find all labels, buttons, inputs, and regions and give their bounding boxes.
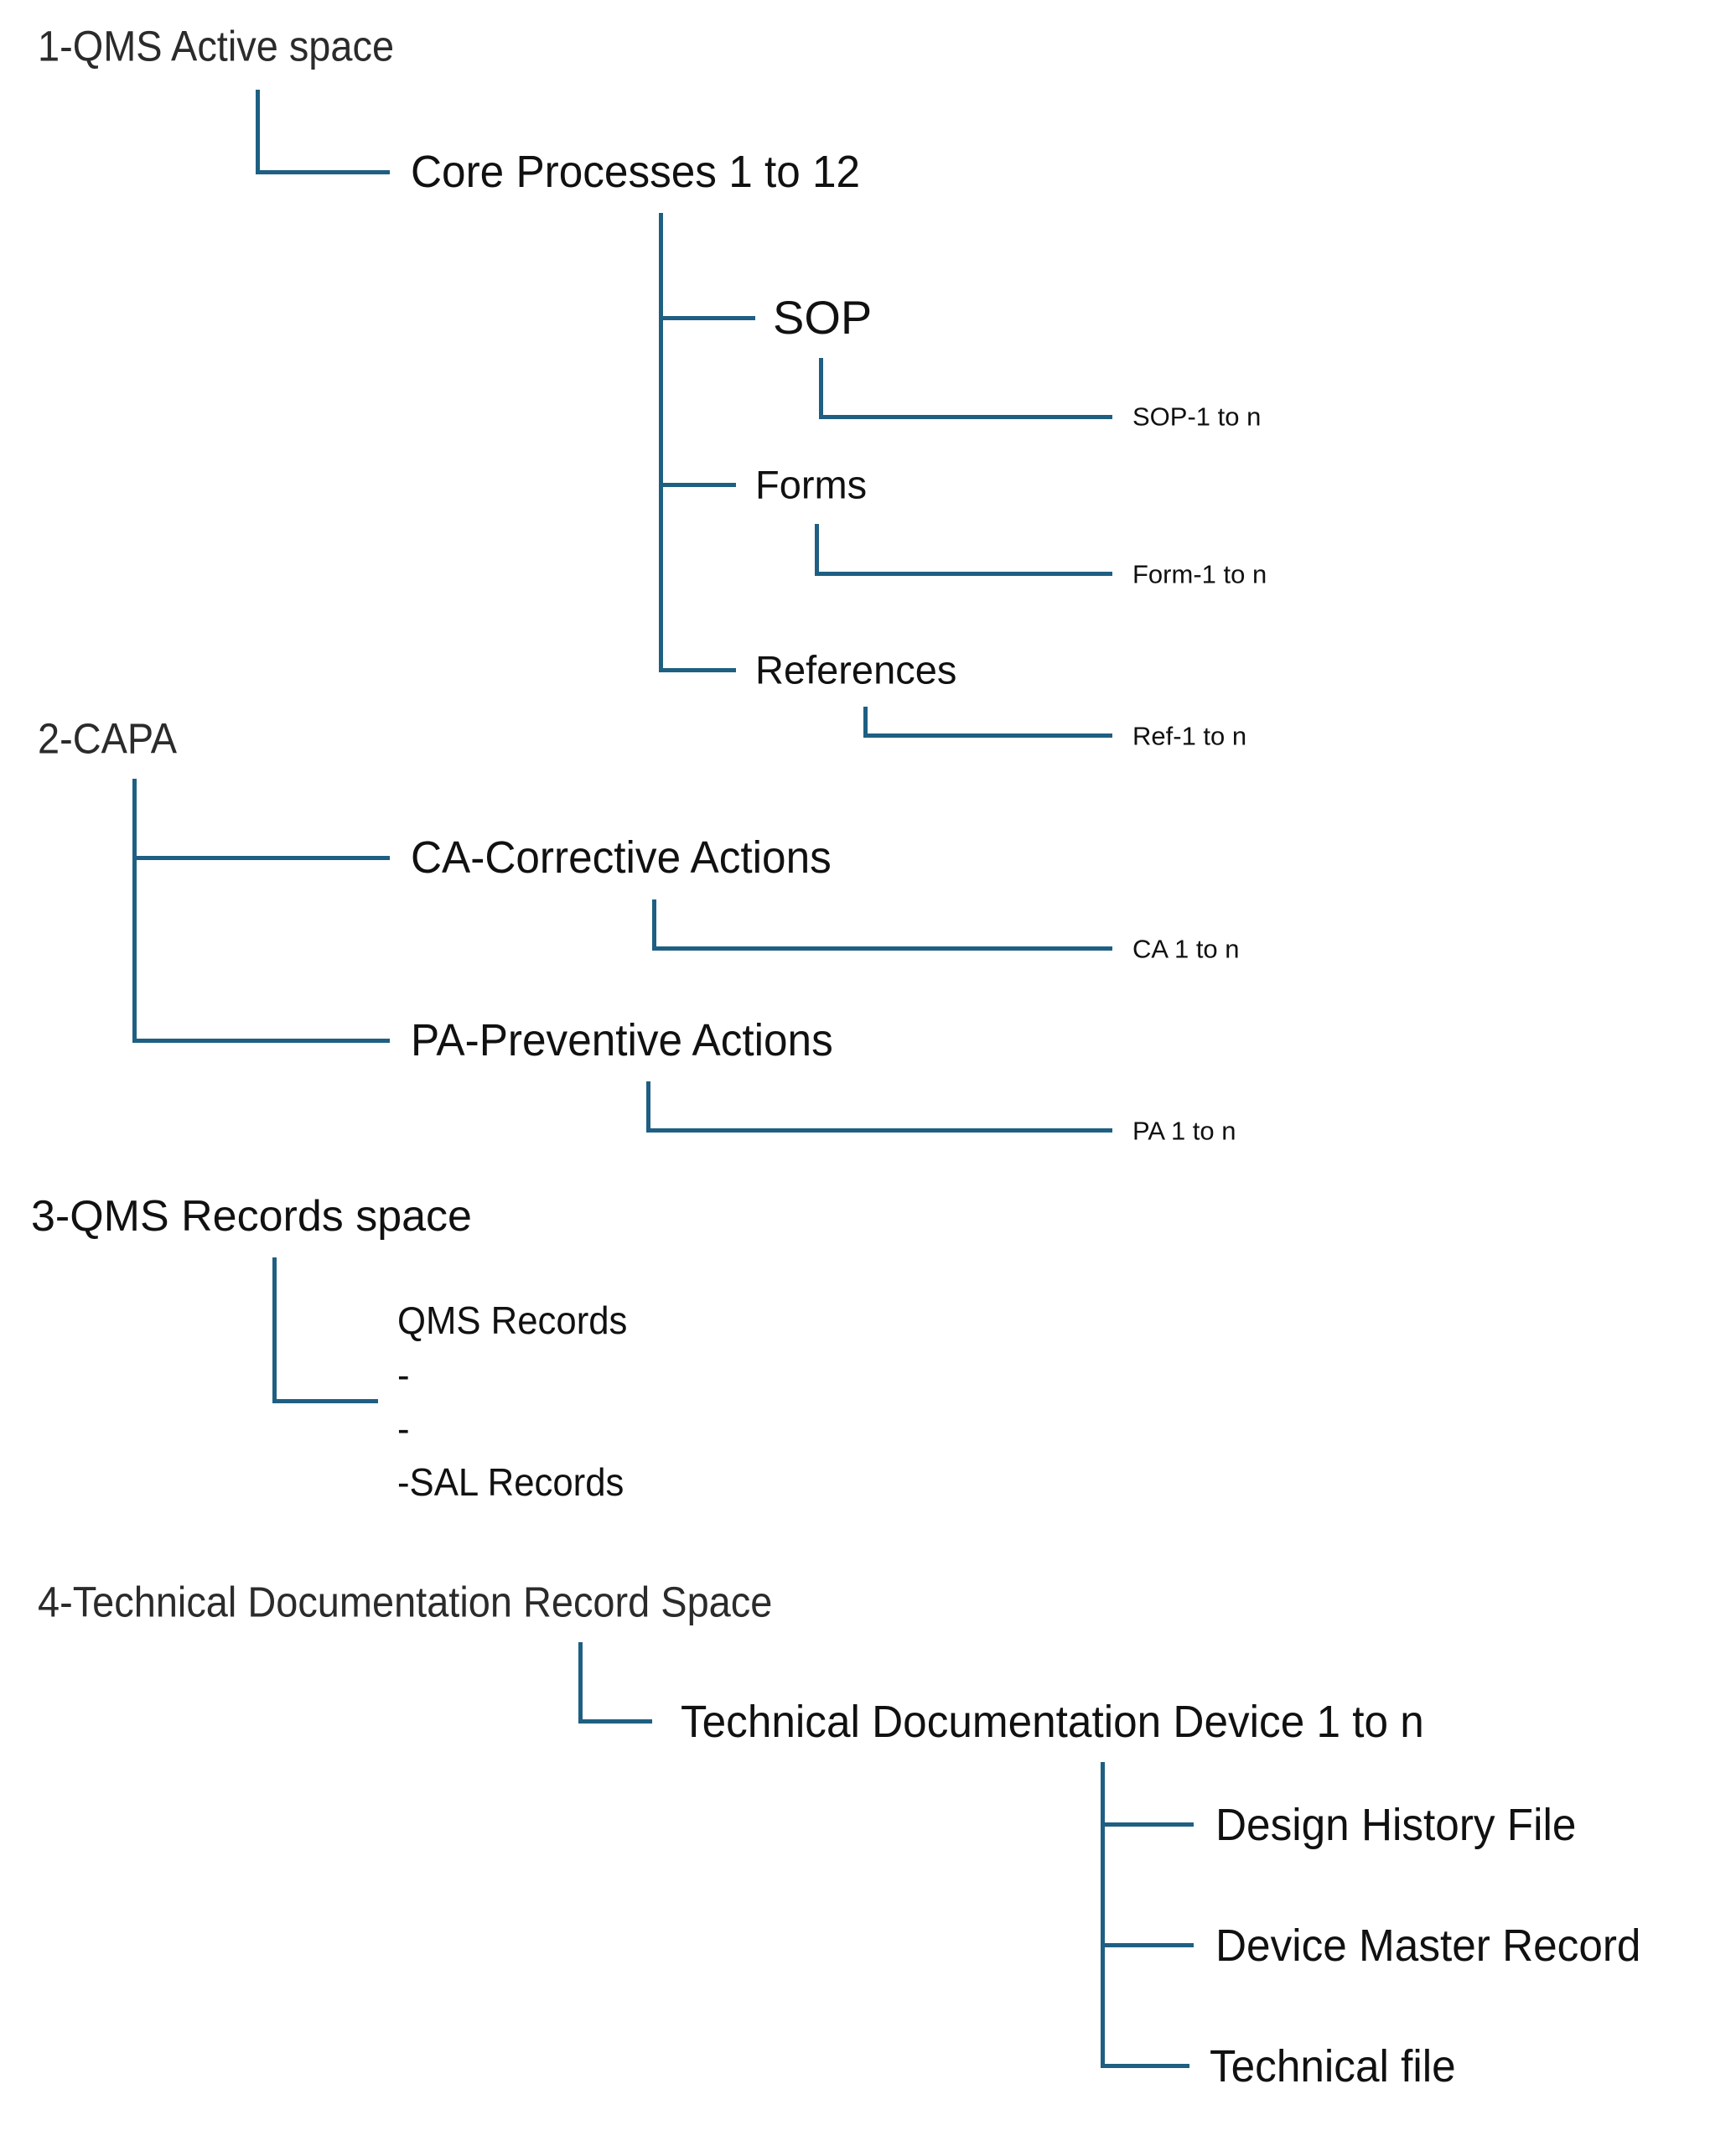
- node-corrective-actions: CA-Corrective Actions: [411, 832, 832, 883]
- connector-line: [272, 1399, 378, 1403]
- records-line-dash: -: [397, 1353, 410, 1397]
- connector-line: [819, 415, 1112, 419]
- connector-line: [272, 1257, 277, 1403]
- connector-line: [863, 707, 868, 738]
- section-title-qms-records-space: 3-QMS Records space: [31, 1192, 472, 1241]
- connector-line: [132, 856, 390, 860]
- leaf-ca-1-to-n: CA 1 to n: [1132, 934, 1240, 964]
- connector-line: [1101, 1822, 1194, 1827]
- connector-line: [256, 90, 260, 174]
- records-line-qms-records: QMS Records: [397, 1298, 628, 1342]
- connector-line: [659, 316, 755, 320]
- node-technical-documentation-device: Technical Documentation Device 1 to n: [681, 1697, 1424, 1747]
- node-core-processes: Core Processes 1 to 12: [411, 147, 861, 197]
- leaf-form-1-to-n: Form-1 to n: [1132, 559, 1267, 589]
- connector-line: [815, 524, 819, 576]
- node-technical-file: Technical file: [1210, 2041, 1456, 2092]
- connector-line: [1101, 1762, 1105, 2068]
- connector-line: [819, 358, 823, 419]
- section-title-capa: 2-CAPA: [38, 714, 178, 763]
- leaf-pa-1-to-n: PA 1 to n: [1132, 1116, 1236, 1146]
- connector-line: [256, 170, 390, 174]
- node-forms: Forms: [755, 462, 868, 507]
- node-sop: SOP: [773, 291, 873, 344]
- connector-line: [659, 213, 663, 672]
- connector-line: [652, 946, 1112, 951]
- node-design-history-file: Design History File: [1215, 1800, 1577, 1850]
- records-line-dash: -: [397, 1407, 410, 1450]
- connector-line: [863, 733, 1112, 738]
- connector-line: [659, 668, 736, 672]
- records-line-sal-records: -SAL Records: [397, 1460, 624, 1504]
- section-title-technical-documentation-record-space: 4-Technical Documentation Record Space: [38, 1578, 773, 1626]
- node-device-master-record: Device Master Record: [1215, 1921, 1641, 1971]
- connector-line: [578, 1642, 583, 1724]
- leaf-sop-1-to-n: SOP-1 to n: [1132, 402, 1262, 432]
- node-preventive-actions: PA-Preventive Actions: [411, 1015, 833, 1065]
- section-title-qms-active-space: 1-QMS Active space: [38, 22, 395, 70]
- connector-line: [578, 1719, 652, 1724]
- connector-line: [132, 779, 137, 1043]
- node-references: References: [755, 647, 957, 692]
- connector-line: [652, 899, 656, 951]
- connector-line: [1101, 2064, 1189, 2068]
- connector-line: [132, 1039, 390, 1043]
- leaf-ref-1-to-n: Ref-1 to n: [1132, 721, 1247, 751]
- connector-line: [659, 483, 736, 487]
- connector-line: [646, 1081, 650, 1133]
- connector-line: [1101, 1943, 1194, 1947]
- connector-line: [646, 1128, 1112, 1133]
- connector-line: [815, 572, 1112, 576]
